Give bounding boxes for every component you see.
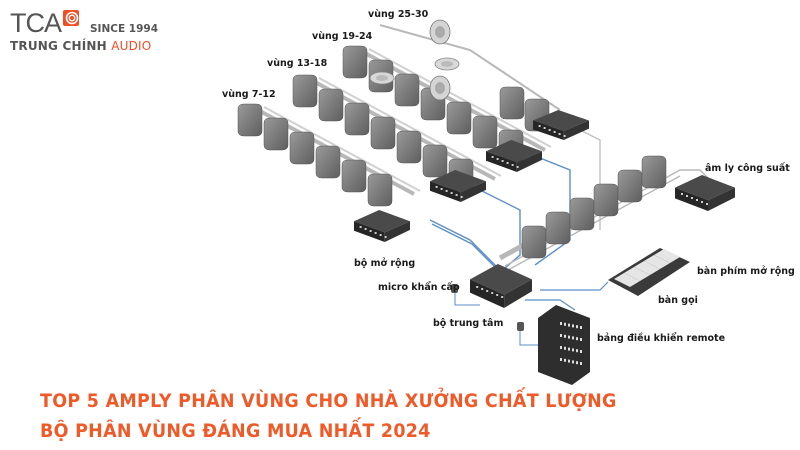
headline-line-2: BỘ PHÂN VÙNG ĐÁNG MUA NHẤT 2024 — [40, 420, 431, 442]
speaker-box — [367, 173, 393, 207]
label-expander: bộ mở rộng — [354, 258, 416, 269]
speaker-box — [617, 169, 643, 203]
brand-logo: TCA SINCE 1994 TRUNG CHÍNH AUDIO — [10, 6, 160, 56]
speaker-box — [593, 183, 619, 217]
speaker-box — [545, 211, 571, 245]
cable — [431, 223, 503, 275]
speaker-box — [446, 101, 472, 135]
speaker-box — [318, 88, 344, 122]
power-amplifier — [675, 175, 735, 211]
speaker-box — [422, 144, 448, 178]
zone-label-13-18: vùng 13-18 — [267, 58, 328, 69]
cable — [519, 331, 538, 346]
logo-wordmark: TCA — [10, 8, 62, 38]
speaker-box — [521, 225, 547, 259]
logo-name-accent: AUDIO — [111, 39, 152, 53]
devices — [354, 110, 735, 385]
speaker-box — [344, 102, 370, 136]
speaker-box — [341, 159, 367, 193]
zone-label-19-24: vùng 19-24 — [312, 31, 373, 42]
central-unit — [470, 264, 532, 308]
headline-line-1: TOP 5 AMPLY PHÂN VÙNG CHO NHÀ XƯỞNG CHẤT… — [40, 390, 617, 412]
speaker-box — [237, 103, 263, 137]
label-power-amp: âm ly công suất — [705, 163, 790, 174]
expander-unit — [354, 210, 410, 242]
paging-mic — [517, 322, 524, 331]
speaker-box — [315, 145, 341, 179]
speaker-box — [394, 73, 420, 107]
horn-speaker — [429, 19, 451, 45]
horn-speaker — [429, 75, 451, 101]
speakers — [237, 19, 667, 259]
speaker-box — [396, 130, 422, 164]
speaker-box — [289, 131, 315, 165]
speaker-box — [292, 74, 318, 108]
ceiling-speaker — [434, 57, 460, 71]
logo-since: SINCE 1994 — [90, 23, 159, 35]
cable — [454, 293, 480, 306]
speaker-box — [569, 197, 595, 231]
zone-label-25-30: vùng 25-30 — [368, 9, 429, 20]
cable — [429, 219, 501, 271]
cable — [379, 24, 561, 111]
cable — [525, 299, 576, 311]
concentric-circles-icon — [63, 10, 79, 26]
expander-unit — [486, 140, 542, 172]
ceiling-speaker — [369, 71, 395, 85]
logo-name-main: TRUNG CHÍNH — [10, 39, 112, 53]
logo-company-name: TRUNG CHÍNH AUDIO — [10, 39, 151, 53]
label-emergency-mic: micro khẩn cấp — [378, 282, 460, 293]
speaker-box — [472, 115, 498, 149]
label-remote-panel: bảng điều khiển remote — [597, 333, 726, 344]
speaker-box — [263, 117, 289, 151]
remote-control-panel — [538, 305, 590, 385]
label-expansion-keypad: bàn phím mở rộng — [697, 266, 795, 277]
speaker-box — [342, 45, 368, 79]
zone-label-7-12: vùng 7-12 — [222, 89, 276, 100]
cable — [540, 281, 609, 291]
speaker-box — [499, 86, 525, 120]
label-call-station: bàn gọi — [658, 295, 698, 306]
expander-unit — [430, 170, 486, 202]
speaker-box — [370, 116, 396, 150]
label-central-unit: bộ trung tâm — [433, 318, 504, 329]
call-station-keypad — [608, 248, 690, 296]
speaker-box — [641, 155, 667, 189]
emergency-mic — [451, 284, 458, 293]
cable — [263, 106, 421, 192]
cable — [469, 184, 521, 269]
expander-unit — [533, 110, 589, 140]
